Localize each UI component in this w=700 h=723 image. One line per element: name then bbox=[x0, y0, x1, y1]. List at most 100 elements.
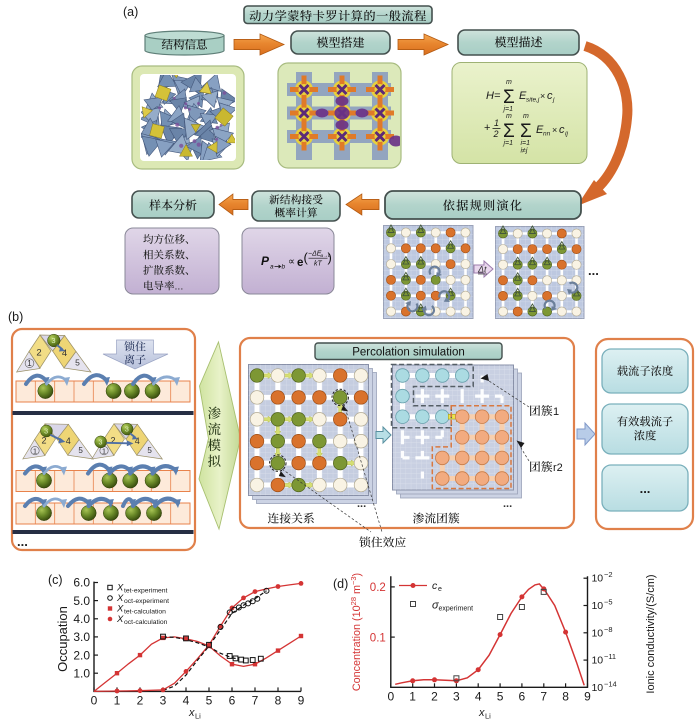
svg-text:3.0: 3.0 bbox=[73, 630, 90, 644]
svg-text:1: 1 bbox=[494, 118, 499, 128]
svg-text:1: 1 bbox=[114, 693, 121, 707]
svg-text:−11: −11 bbox=[604, 652, 616, 661]
svg-text:j=1: j=1 bbox=[503, 106, 514, 113]
svg-text:4: 4 bbox=[475, 689, 482, 703]
svg-text:4.0: 4.0 bbox=[73, 612, 90, 626]
svg-text:tet-calculation: tet-calculation bbox=[124, 609, 166, 616]
svg-text:3: 3 bbox=[453, 689, 460, 703]
svg-text:site,j: site,j bbox=[526, 97, 540, 104]
svg-text:i=1: i=1 bbox=[521, 140, 531, 147]
svg-text:e: e bbox=[297, 257, 303, 269]
svg-text:X: X bbox=[116, 583, 124, 594]
svg-text:0: 0 bbox=[91, 693, 98, 707]
svg-text:6: 6 bbox=[229, 693, 236, 707]
svg-text:σ: σ bbox=[432, 600, 439, 612]
svg-text:2: 2 bbox=[493, 129, 499, 139]
svg-text:Σ: Σ bbox=[503, 121, 515, 142]
svg-text:kT: kT bbox=[314, 261, 323, 268]
svg-text:...: ... bbox=[175, 281, 184, 293]
svg-text:10: 10 bbox=[591, 682, 603, 694]
svg-text:3: 3 bbox=[125, 425, 129, 433]
svg-text:m: m bbox=[506, 113, 512, 120]
svg-text:2: 2 bbox=[431, 689, 438, 703]
svg-text:...: ... bbox=[588, 263, 599, 278]
svg-text:nn: nn bbox=[543, 131, 551, 138]
svg-text:1: 1 bbox=[553, 406, 559, 418]
svg-text:m: m bbox=[506, 79, 512, 86]
svg-text:x: x bbox=[478, 707, 485, 719]
svg-text:X: X bbox=[116, 604, 124, 615]
svg-text:...: ... bbox=[357, 498, 366, 510]
svg-text:experiment: experiment bbox=[439, 606, 474, 613]
svg-text:4: 4 bbox=[62, 348, 67, 359]
svg-text:oct-calculation: oct-calculation bbox=[124, 619, 168, 626]
svg-text:9: 9 bbox=[584, 689, 591, 703]
svg-text:H=: H= bbox=[486, 90, 501, 102]
svg-text:j=1: j=1 bbox=[503, 140, 514, 147]
svg-text:...: ... bbox=[503, 498, 512, 510]
svg-text:Δt: Δt bbox=[477, 265, 487, 275]
svg-text:0.2: 0.2 bbox=[370, 582, 386, 594]
svg-text:c: c bbox=[432, 580, 438, 592]
svg-text:2.0: 2.0 bbox=[73, 648, 90, 662]
svg-text:c: c bbox=[547, 90, 553, 102]
svg-text:...: ... bbox=[640, 481, 651, 496]
svg-text:−5: −5 bbox=[604, 598, 613, 607]
svg-text:10: 10 bbox=[591, 655, 603, 667]
svg-text:−8: −8 bbox=[604, 625, 613, 634]
svg-text:∝: ∝ bbox=[288, 257, 295, 268]
svg-text:3: 3 bbox=[51, 336, 55, 345]
svg-text:Σ: Σ bbox=[520, 121, 532, 142]
svg-text:a→b: a→b bbox=[321, 253, 331, 259]
svg-text:i≠j: i≠j bbox=[521, 148, 528, 155]
svg-text:ij: ij bbox=[565, 131, 568, 138]
svg-text:x: x bbox=[188, 707, 195, 719]
svg-text:10: 10 bbox=[591, 600, 603, 612]
svg-text:8: 8 bbox=[562, 689, 569, 703]
svg-text:Σ: Σ bbox=[503, 87, 515, 108]
svg-text:(b): (b) bbox=[8, 310, 23, 324]
svg-text:X: X bbox=[116, 614, 124, 625]
svg-text:1: 1 bbox=[33, 446, 37, 455]
svg-text:1: 1 bbox=[102, 446, 106, 455]
svg-text:1.0: 1.0 bbox=[73, 666, 90, 680]
svg-text:9: 9 bbox=[298, 693, 305, 707]
svg-text:E: E bbox=[536, 124, 544, 136]
svg-text:): ) bbox=[328, 250, 332, 265]
svg-text:2: 2 bbox=[111, 435, 116, 445]
svg-text:2: 2 bbox=[36, 348, 41, 359]
svg-text:4: 4 bbox=[135, 436, 140, 446]
svg-text:0: 0 bbox=[387, 689, 394, 703]
svg-text:×: × bbox=[552, 125, 557, 135]
svg-text:4: 4 bbox=[66, 436, 71, 446]
svg-text:oct-experiment: oct-experiment bbox=[124, 598, 169, 605]
svg-text:+: + bbox=[484, 122, 490, 134]
svg-text:−14: −14 bbox=[604, 679, 617, 688]
svg-text:1: 1 bbox=[409, 689, 416, 703]
svg-text:10: 10 bbox=[591, 573, 603, 585]
svg-text:5: 5 bbox=[497, 689, 504, 703]
svg-text:(: ( bbox=[304, 250, 309, 265]
svg-text:2: 2 bbox=[42, 435, 47, 445]
svg-text:m: m bbox=[523, 113, 529, 120]
svg-text:−2: −2 bbox=[604, 570, 613, 579]
svg-text:5: 5 bbox=[75, 358, 80, 368]
svg-text:tet-experiment: tet-experiment bbox=[124, 588, 168, 595]
svg-text:5: 5 bbox=[147, 446, 152, 455]
svg-text:e: e bbox=[438, 586, 442, 593]
svg-text:(c): (c) bbox=[48, 573, 63, 587]
svg-text:2: 2 bbox=[137, 693, 144, 707]
svg-text:3: 3 bbox=[98, 438, 102, 446]
svg-text:Ionic conductivity/(S/cm): Ionic conductivity/(S/cm) bbox=[645, 574, 657, 693]
svg-text:7: 7 bbox=[540, 689, 547, 703]
svg-text:a: a bbox=[270, 264, 274, 271]
svg-text:r2: r2 bbox=[553, 462, 563, 474]
svg-text:6: 6 bbox=[519, 689, 526, 703]
svg-text:...: ... bbox=[17, 534, 28, 549]
svg-text:8: 8 bbox=[275, 693, 282, 707]
svg-text:×: × bbox=[540, 91, 545, 101]
svg-text:Li: Li bbox=[485, 712, 491, 721]
svg-text:10: 10 bbox=[591, 627, 603, 639]
svg-text:3: 3 bbox=[160, 693, 167, 707]
svg-text:−ΔE: −ΔE bbox=[308, 251, 322, 258]
